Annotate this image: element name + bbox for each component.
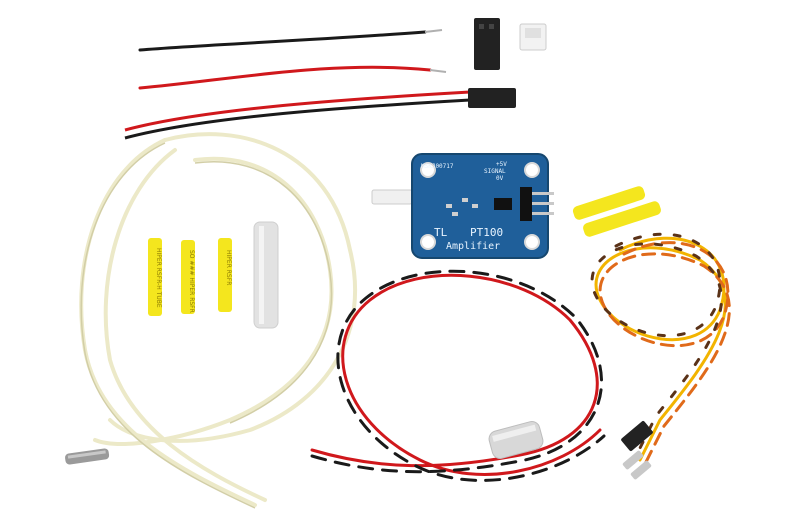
twisted-cable-red-black xyxy=(310,269,606,482)
servo-terminals xyxy=(622,450,652,480)
heatshrink-tube-3-label: HIPER RSFR xyxy=(225,250,232,285)
board-product: PT100 xyxy=(470,226,503,239)
heatshrink-tube-2-label: SO ### HIPER RSFR xyxy=(188,250,195,313)
heatshrink-pair-right xyxy=(572,186,661,237)
board-part-number: MSKJ00717 xyxy=(421,163,454,170)
jumper-wire-black-top xyxy=(138,29,443,52)
board-pin-signal: SIGNAL xyxy=(484,168,506,175)
clear-sleeve xyxy=(253,221,279,329)
servo-connector-black xyxy=(621,421,653,451)
heatshrink-tube-3: HIPER RSFR xyxy=(218,238,232,312)
board-pin-5v: +5V xyxy=(496,161,507,168)
jumper-wire-red-top xyxy=(138,65,447,90)
board-subtitle: Amplifier xyxy=(446,241,500,252)
jst-connector-white xyxy=(519,23,547,51)
servo-cable-3wire xyxy=(590,232,731,468)
heatshrink-tube-1-label: HIPER RSFR-H TUBE xyxy=(155,248,162,308)
steel-probe-icon xyxy=(65,448,110,465)
ferrite-bead-icon xyxy=(488,421,544,459)
heatshrink-tube-1: HIPER RSFR-H TUBE xyxy=(148,238,162,316)
dupont-connector-3pin xyxy=(474,18,500,70)
board-brand: TL xyxy=(434,226,448,239)
pt100-amplifier-board: MSKJ00717 +5V SIGNAL 0V TL PT100 Amplifi… xyxy=(371,153,554,259)
heatshrink-tube-2: SO ### HIPER RSFR xyxy=(181,240,195,314)
board-pin-0v: 0V xyxy=(496,175,504,182)
pt100-fiberglass-cable-shadow xyxy=(80,142,333,509)
lead-wire-pair xyxy=(124,88,516,140)
